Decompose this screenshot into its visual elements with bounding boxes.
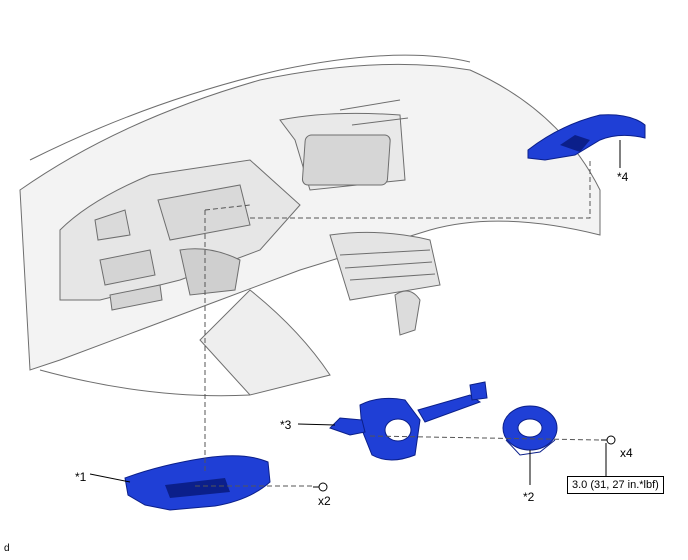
quantity-x4-label: x4 — [620, 446, 633, 460]
callout-2-label: *2 — [523, 490, 535, 504]
screw-icon — [313, 435, 616, 492]
spiral-cable-part — [502, 405, 558, 456]
dashboard-illustration — [19, 54, 601, 397]
lower-column-cover-part — [124, 455, 271, 511]
callout-3-label: *3 — [280, 418, 292, 432]
torque-spec-box: 3.0 (31, 27 in.*lbf) — [567, 476, 664, 494]
upper-column-cover-part — [527, 114, 646, 161]
dashed-assembly-lines — [195, 160, 601, 487]
combination-switch-part — [329, 381, 488, 461]
callout-1-label: *1 — [75, 470, 87, 484]
figure-id-label: d — [4, 543, 10, 554]
leader-lines — [89, 140, 621, 485]
quantity-x2-label: x2 — [318, 494, 331, 508]
callout-4-label: *4 — [617, 170, 629, 184]
